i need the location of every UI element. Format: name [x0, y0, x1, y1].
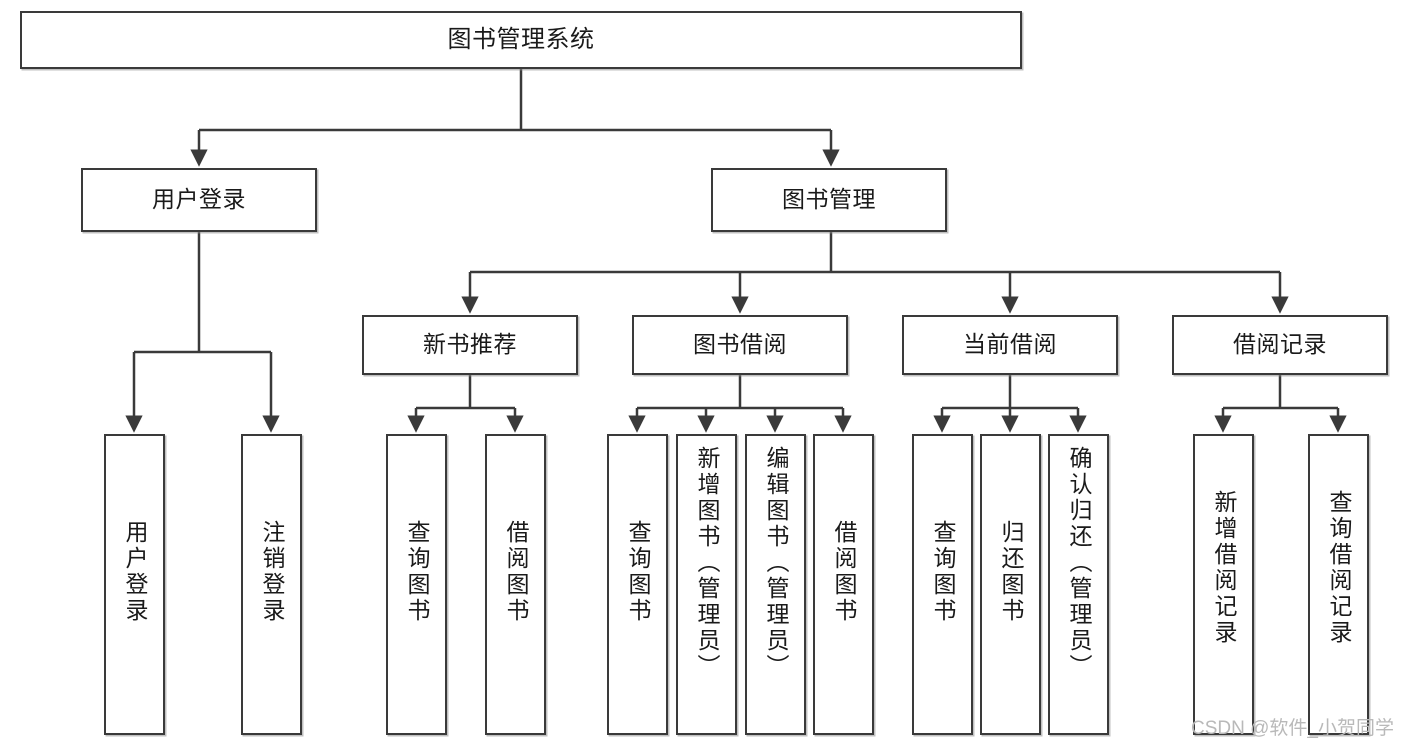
- node-leaf-user-login[interactable]: 用户登录: [104, 434, 165, 735]
- node-leaf-borrow-book-2[interactable]: 借阅图书: [813, 434, 874, 735]
- node-borrow-record-label: 借阅记录: [1233, 331, 1327, 358]
- node-user-login-label: 用户登录: [152, 186, 246, 213]
- node-leaf-user-login-label: 用户登录: [122, 520, 148, 624]
- node-leaf-query-record[interactable]: 查询借阅记录: [1308, 434, 1369, 735]
- node-book-manage-label: 图书管理: [782, 186, 876, 213]
- node-root-label: 图书管理系统: [447, 25, 595, 53]
- node-leaf-user-logout-label: 注销登录: [259, 520, 285, 624]
- node-leaf-edit-book-label: 编辑图书（管理员）: [763, 446, 789, 680]
- node-new-book-recommend[interactable]: 新书推荐: [362, 315, 578, 375]
- node-leaf-add-record[interactable]: 新增借阅记录: [1193, 434, 1254, 735]
- node-leaf-borrow-book-1-label: 借阅图书: [503, 520, 529, 624]
- node-leaf-confirm-return-label: 确认归还（管理员）: [1066, 446, 1092, 680]
- node-leaf-query-book-2-label: 查询图书: [625, 520, 651, 624]
- node-leaf-add-book-label: 新增图书（管理员）: [694, 446, 720, 680]
- node-book-borrow-label: 图书借阅: [693, 331, 787, 358]
- node-book-manage[interactable]: 图书管理: [711, 168, 947, 232]
- node-current-borrow-label: 当前借阅: [963, 331, 1057, 358]
- node-borrow-record[interactable]: 借阅记录: [1172, 315, 1388, 375]
- node-leaf-query-book-1[interactable]: 查询图书: [386, 434, 447, 735]
- node-leaf-return-book[interactable]: 归还图书: [980, 434, 1041, 735]
- node-leaf-borrow-book-1[interactable]: 借阅图书: [485, 434, 546, 735]
- csdn-watermark: CSDN @软件_小贺同学: [1191, 718, 1394, 739]
- node-leaf-add-book[interactable]: 新增图书（管理员）: [676, 434, 737, 735]
- node-leaf-query-record-label: 查询借阅记录: [1326, 490, 1352, 646]
- node-leaf-add-record-label: 新增借阅记录: [1211, 490, 1237, 646]
- node-root[interactable]: 图书管理系统: [20, 11, 1022, 69]
- node-leaf-query-book-2[interactable]: 查询图书: [607, 434, 668, 735]
- node-book-borrow[interactable]: 图书借阅: [632, 315, 848, 375]
- node-leaf-edit-book[interactable]: 编辑图书（管理员）: [745, 434, 806, 735]
- node-leaf-query-book-1-label: 查询图书: [404, 520, 430, 624]
- node-current-borrow[interactable]: 当前借阅: [902, 315, 1118, 375]
- node-leaf-user-logout[interactable]: 注销登录: [241, 434, 302, 735]
- node-leaf-borrow-book-2-label: 借阅图书: [831, 520, 857, 624]
- node-new-book-recommend-label: 新书推荐: [423, 331, 517, 358]
- node-leaf-query-book-3[interactable]: 查询图书: [912, 434, 973, 735]
- node-user-login[interactable]: 用户登录: [81, 168, 317, 232]
- node-leaf-confirm-return[interactable]: 确认归还（管理员）: [1048, 434, 1109, 735]
- node-leaf-return-book-label: 归还图书: [998, 520, 1024, 624]
- node-leaf-query-book-3-label: 查询图书: [930, 520, 956, 624]
